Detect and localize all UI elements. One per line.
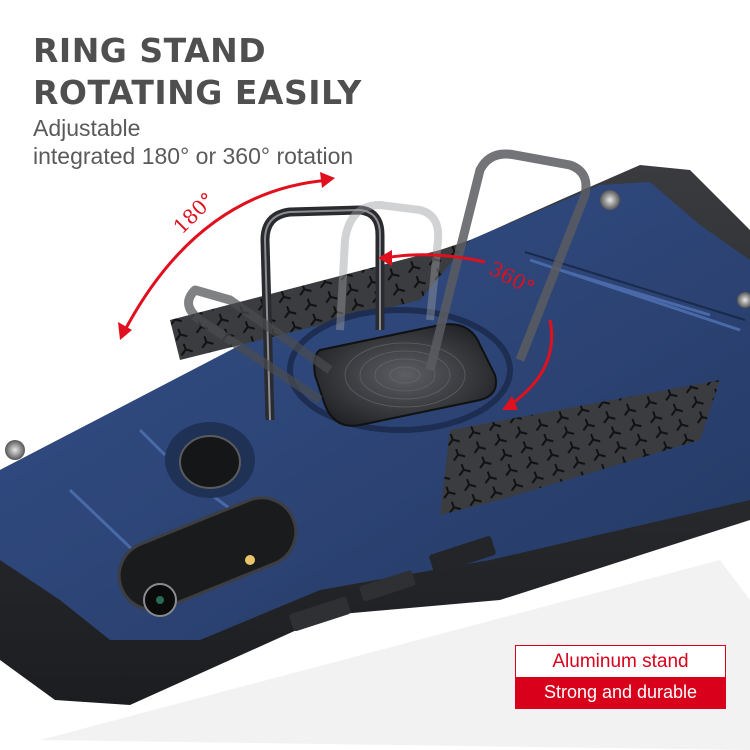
screw-icon (600, 190, 620, 210)
camera-module (117, 496, 298, 612)
case-ridge (138, 428, 167, 457)
subheadline: Adjustable integrated 180° or 360° rotat… (33, 114, 353, 170)
arrowhead-icon (320, 172, 335, 188)
screw-icon (5, 440, 25, 460)
subheadline-line-1: Adjustable (33, 115, 141, 141)
screw-icon (737, 292, 750, 308)
ring-stand-frame-flat (184, 285, 333, 404)
rotation-180-arrow (123, 178, 331, 331)
power-button (429, 536, 496, 574)
rotation-360-arrow-top (384, 253, 486, 264)
ring-stand-frame-blurred (336, 201, 443, 331)
flash-icon (245, 555, 255, 565)
headline-line-1: RING STAND (33, 31, 267, 70)
arrowhead-icon (502, 396, 518, 410)
headline-line-2: ROTATING EASILY (33, 73, 362, 112)
grip-tread-top (170, 240, 470, 360)
subheadline-line-2: integrated 180° or 360° rotation (33, 143, 354, 169)
stand-base-plate (313, 323, 497, 427)
fingerprint-sensor (179, 435, 241, 489)
stand-recess (287, 307, 513, 433)
label-mask (162, 181, 226, 245)
ring-stand-frame-highlight (263, 208, 381, 421)
case-ridge (559, 268, 711, 317)
arrowhead-icon (118, 322, 132, 340)
grip-tread-bottom (440, 380, 720, 515)
badge-top-label: Aluminum stand (516, 646, 725, 677)
arrowhead-icon (378, 250, 392, 266)
ring-stand-frame-tilted (425, 149, 591, 372)
rotation-360-arrow-side (509, 319, 554, 407)
volume-up-button (289, 596, 351, 632)
camera-lens-glint (156, 596, 164, 604)
badge-bottom-label: Strong and durable (516, 677, 725, 708)
headline: RING STAND ROTATING EASILY (33, 30, 362, 114)
feature-badge: Aluminum stand Strong and durable (515, 645, 726, 709)
plate-spiral (344, 342, 466, 408)
volume-down-button (359, 570, 416, 602)
